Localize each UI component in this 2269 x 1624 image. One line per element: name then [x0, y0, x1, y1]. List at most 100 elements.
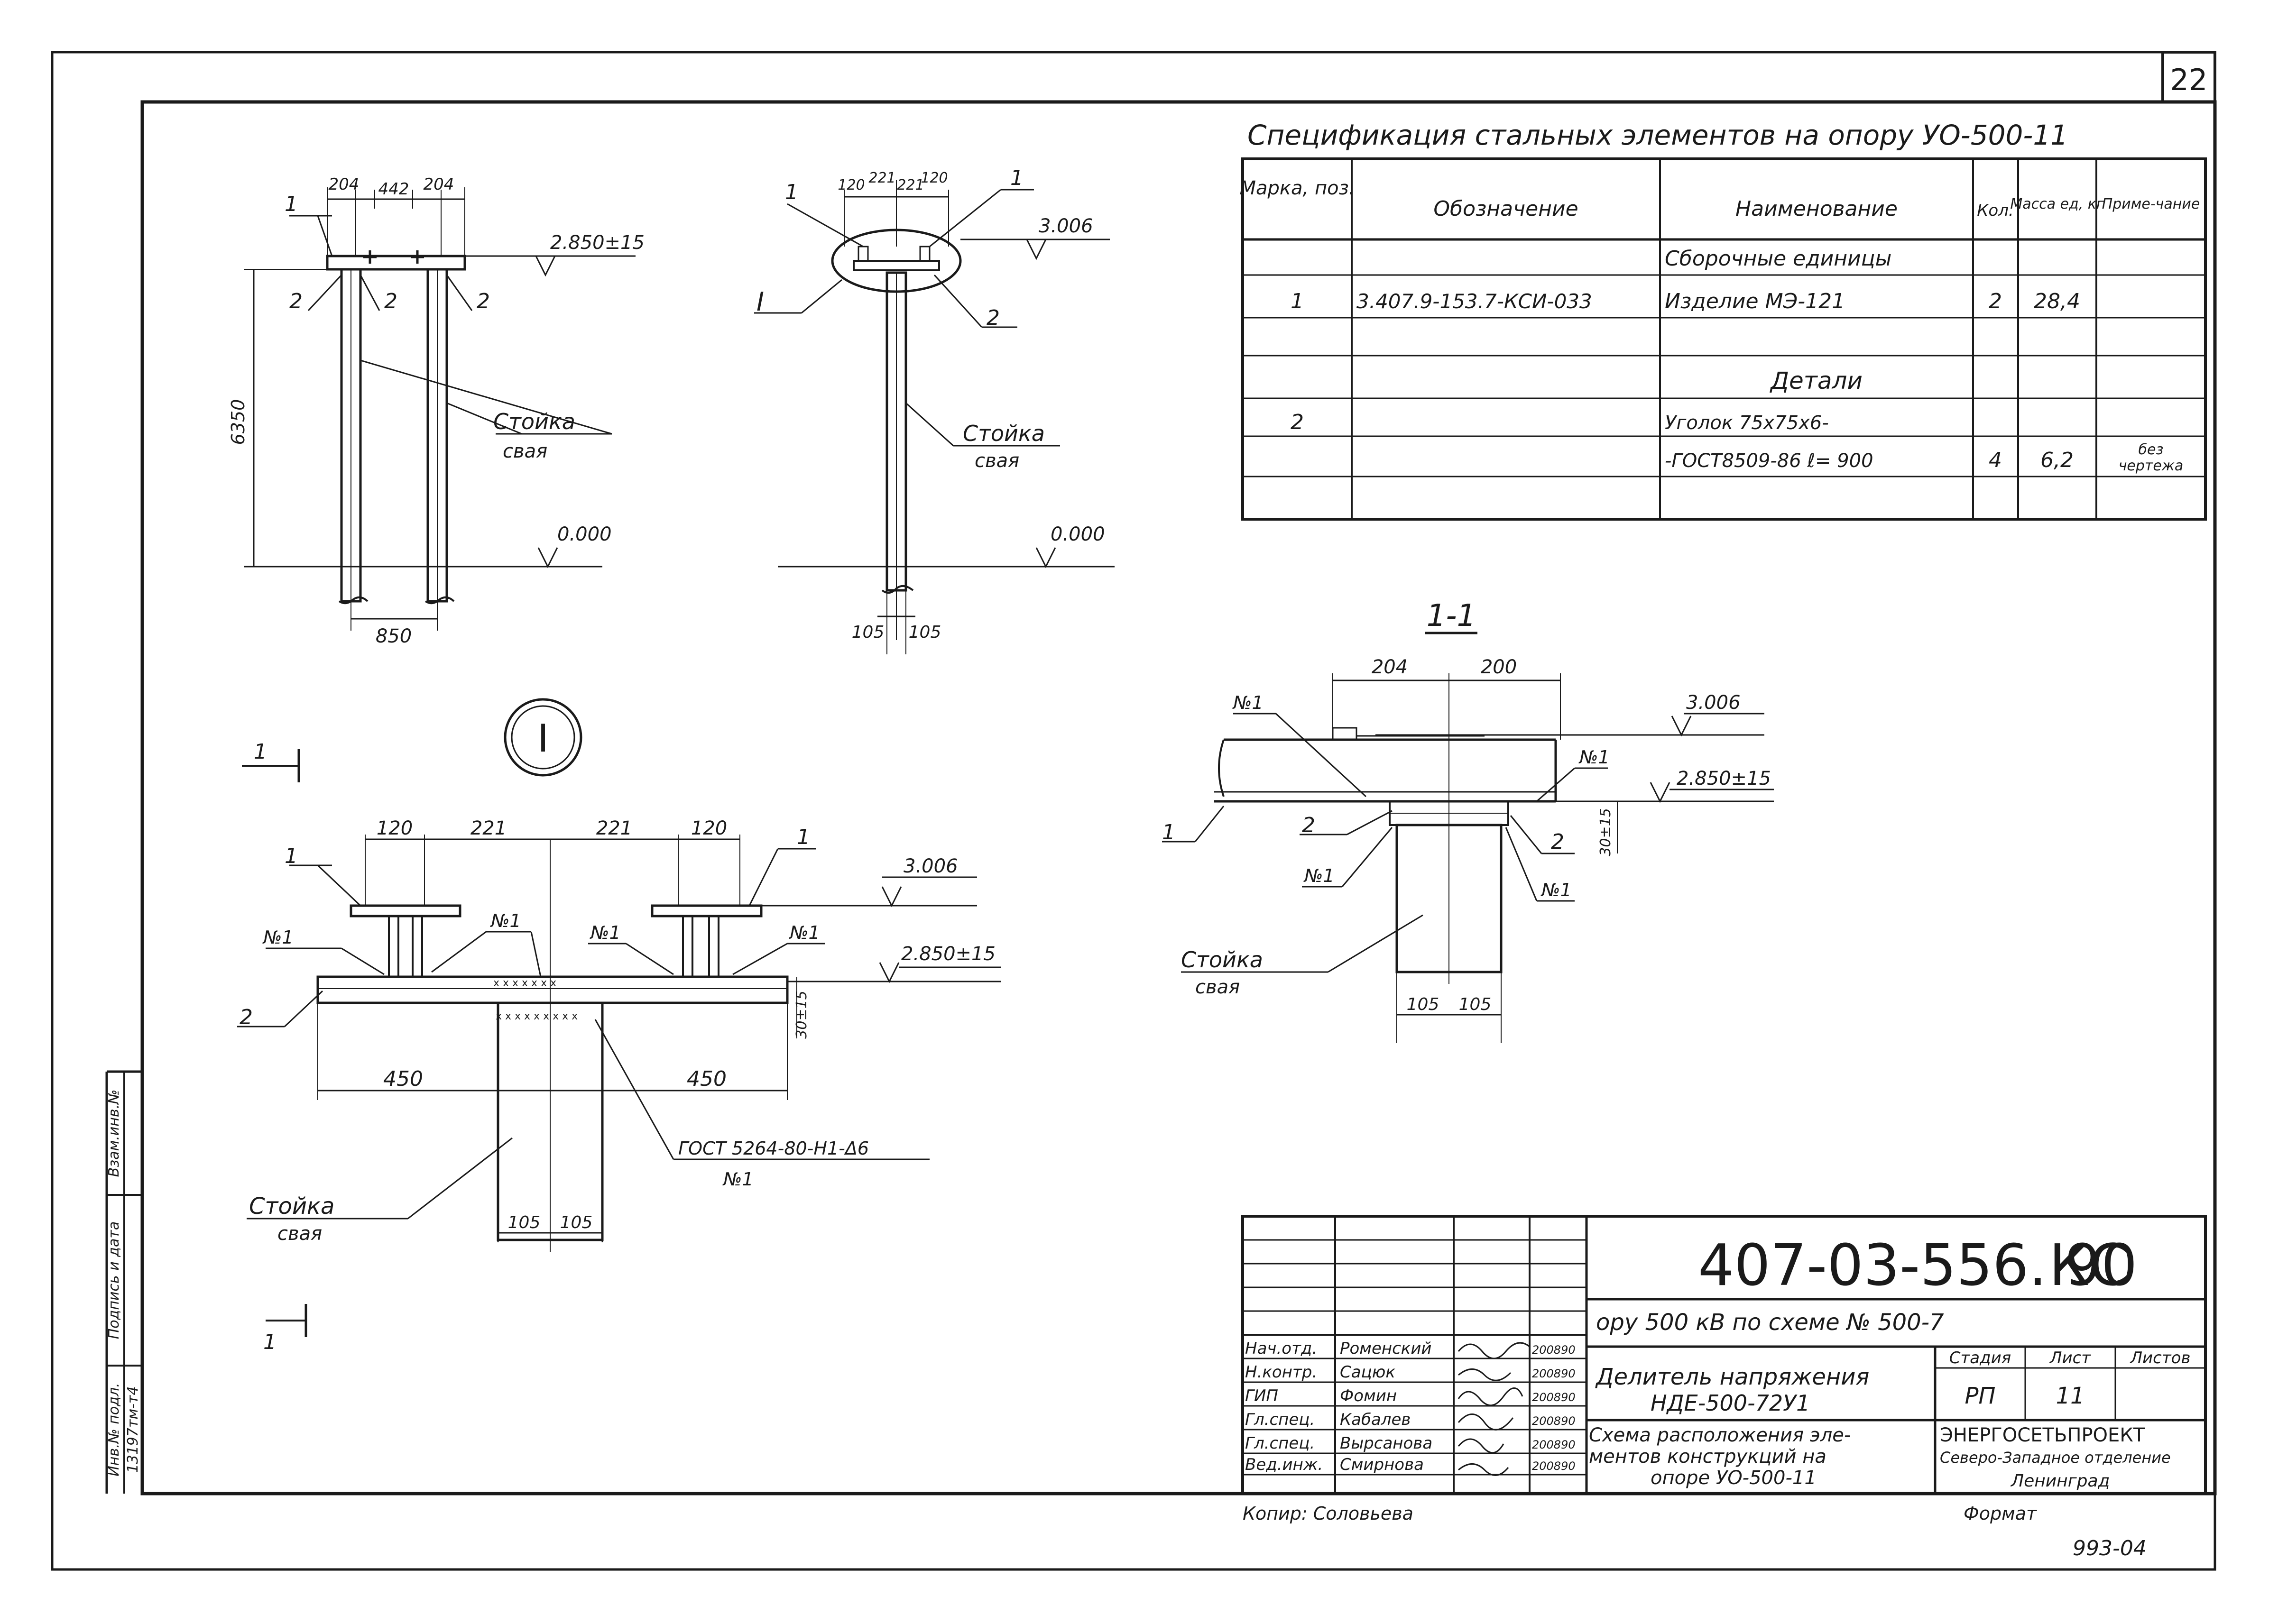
signature-scribble-icon	[1457, 1387, 1523, 1406]
header-note: Приме-чание	[2102, 196, 2200, 212]
side-base-105-right: 105	[909, 623, 941, 642]
section-level-3006: 3.006	[1686, 692, 1741, 714]
detail-weld-3: №1	[590, 922, 621, 943]
detail-offset: 30±15	[793, 991, 810, 1038]
detail-I-view: I 1 1 x x x x x x x x x x x x x x x x 12…	[237, 698, 1001, 1354]
detail-weld-ref-mark: №1	[722, 1169, 754, 1190]
side-pile-label: свая	[975, 450, 1019, 472]
sig-date-5: 200890	[1532, 1459, 1576, 1473]
row2-qty: 4	[1989, 448, 2002, 472]
section-offset: 30±15	[1597, 808, 1614, 856]
section-details: Детали	[1770, 367, 1863, 395]
section-mark-bottom: 1	[263, 1330, 277, 1354]
front-level-top: 2.850±15	[550, 232, 645, 254]
front-view: 204 442 204 6350 2.850±15 0.000 850 1 2 …	[228, 175, 645, 647]
detail-dim-221-left: 221	[470, 817, 507, 839]
row1-qty: 2	[1989, 289, 2002, 313]
sig-date-4: 200890	[1532, 1438, 1576, 1451]
front-mark-1: 1	[285, 192, 298, 216]
header-name: Наименование	[1735, 197, 1898, 221]
sheet-value: 11	[2056, 1383, 2085, 1409]
detail-mark-2: 2	[240, 1005, 253, 1029]
detail-weld-2: №1	[490, 910, 521, 931]
sig-name-3: Кабалев	[1340, 1410, 1411, 1429]
section-mark-1: 1	[1162, 820, 1175, 844]
section-pile-label: свая	[1195, 976, 1240, 998]
side-base-105-left: 105	[852, 623, 885, 642]
scheme-line-1: Схема расположения эле-	[1589, 1424, 1851, 1446]
signature-scribble-icon	[1458, 1368, 1512, 1381]
title-block: Нач.отд. Роменский 200890 Н.контр. Сацюк…	[1241, 1215, 2207, 1495]
weld-marks-bottom: x x x x x x x x x	[496, 1010, 578, 1022]
row1-mass: 28,4	[2034, 289, 2080, 313]
row1-mark: 1	[1291, 289, 1304, 313]
front-dim-204-left: 204	[329, 175, 360, 194]
sig-date-2: 200890	[1532, 1391, 1576, 1404]
side-mark-2: 2	[987, 306, 1000, 330]
front-base-dim: 850	[376, 625, 412, 647]
detail-level-3006: 3.006	[904, 855, 958, 877]
side-post-label: Стойка	[963, 421, 1045, 446]
spec-title: Спецификация стальных элементов на опору…	[1247, 119, 2068, 151]
org-line-2: Северо-Западное отделение	[1940, 1449, 2171, 1467]
side-dim-120-left: 120	[838, 177, 865, 193]
org-line-1: ЭНЕРГОСЕТЬПРОЕКТ	[1940, 1424, 2145, 1446]
side-mark-1-right: 1	[1010, 166, 1024, 190]
specification-table: Спецификация стальных элементов на опору…	[1239, 119, 2207, 521]
section-weld-2: №1	[1578, 747, 1610, 768]
corner-code: 993-04	[2073, 1536, 2147, 1560]
side-dim-120-right: 120	[921, 170, 948, 186]
format-label: Формат	[1964, 1503, 2038, 1524]
document-code: 407-03-556. 90	[1698, 1233, 2137, 1299]
copied-by: Копир: Соловьева	[1243, 1503, 1413, 1524]
sheet-header: Лист	[2049, 1349, 2091, 1367]
replace-label: Взам.инв.№	[106, 1090, 122, 1177]
stage-value: РП	[1965, 1383, 1995, 1409]
detail-dim-221-right: 221	[596, 817, 632, 839]
front-dim-442: 442	[378, 180, 409, 199]
row1-designation: 3.407.9-153.7-КСИ-033	[1356, 290, 1592, 313]
section-weld-3: №1	[1303, 865, 1335, 886]
section-dim-200: 200	[1481, 656, 1517, 678]
detail-mark-1-right: 1	[797, 825, 810, 849]
section-post-label: Стойка	[1181, 947, 1263, 973]
inventory-value: 13197тм-т4	[125, 1386, 141, 1473]
product-line-2: НДЕ-500-72У1	[1651, 1390, 1810, 1416]
section-dim-204: 204	[1372, 656, 1408, 678]
detail-weld-reference: ГОСТ 5264-80-Н1-Δ6	[678, 1138, 869, 1159]
sig-name-4: Вырсанова	[1340, 1434, 1432, 1453]
detail-circle-label: I	[537, 716, 549, 761]
sig-role-3: Гл.спец.	[1245, 1410, 1315, 1429]
sig-date-0: 200890	[1532, 1343, 1576, 1357]
org-line-3: Ленинград	[2010, 1471, 2110, 1491]
signature-scribble-icon	[1457, 1342, 1530, 1359]
front-mark-2c: 2	[477, 289, 490, 313]
row2-note-line1: без	[2139, 441, 2164, 458]
row2-note-line2: чертежа	[2119, 458, 2184, 474]
detail-weld-4: №1	[789, 922, 820, 943]
sig-name-0: Роменский	[1340, 1339, 1432, 1358]
side-dim-221-left: 221	[868, 170, 895, 186]
side-mark-1-left: 1	[785, 180, 798, 204]
header-designation: Обозначение	[1433, 197, 1578, 221]
side-view: 120 221 221 120 3.006 0.000 105 105 1 1 …	[754, 166, 1115, 654]
page-number-box	[2161, 51, 2216, 103]
front-dim-204-right: 204	[424, 175, 454, 194]
page-number: 22	[2170, 63, 2208, 97]
section-post-105-left: 105	[1407, 995, 1439, 1014]
sig-role-4: Гл.спец.	[1245, 1434, 1315, 1453]
row2-name-line2: -ГОСТ8509-86 ℓ= 900	[1665, 450, 1873, 472]
signature-scribble-icon	[1458, 1463, 1509, 1476]
sheets-header: Листов	[2129, 1349, 2190, 1367]
front-post-label: Стойка	[493, 409, 575, 434]
sig-date-1: 200890	[1532, 1367, 1576, 1380]
section-mark-2-right: 2	[1551, 830, 1564, 854]
sig-date-3: 200890	[1532, 1414, 1576, 1428]
section-mark-top: 1	[254, 740, 267, 764]
front-mark-2a: 2	[289, 289, 303, 313]
signature-scribble-icon	[1457, 1438, 1504, 1454]
detail-dim-120-right: 120	[691, 817, 727, 839]
detail-weld-1: №1	[262, 927, 294, 948]
scheme-line-2: ментов конструкций на	[1589, 1446, 1826, 1468]
